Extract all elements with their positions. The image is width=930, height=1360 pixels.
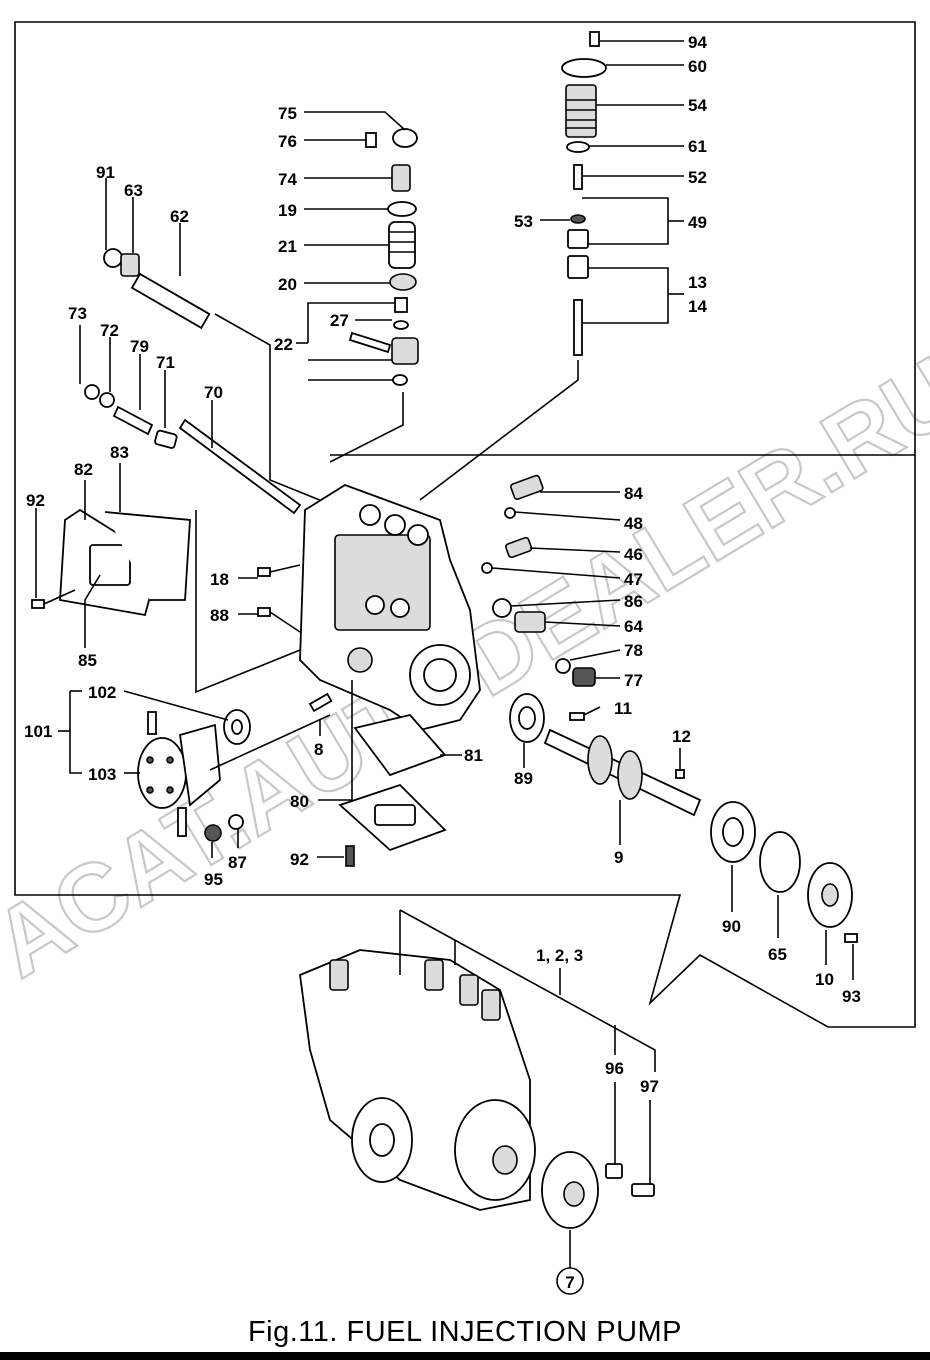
- callout-102: 102: [88, 683, 116, 702]
- assembly-leaders: [399, 909, 656, 1268]
- callout-54: 54: [688, 96, 707, 115]
- callout-8: 8: [314, 740, 323, 759]
- callout-71: 71: [156, 353, 175, 372]
- callout-77: 77: [624, 671, 643, 690]
- callout-48: 48: [624, 514, 643, 533]
- callout-103: 103: [88, 765, 116, 784]
- control-sleeve-parts: [348, 128, 419, 386]
- callout-78: 78: [624, 641, 643, 660]
- flange-parts: [137, 692, 333, 842]
- circled-ref-marker: [556, 1267, 584, 1295]
- callout-64: 64: [624, 617, 643, 636]
- callout-84: 84: [624, 484, 643, 503]
- callout-89: 89: [514, 769, 533, 788]
- circled-ref-label: 7: [565, 1273, 574, 1292]
- detail-frame: [14, 21, 916, 1028]
- callout-97: 97: [640, 1077, 659, 1096]
- callout-18: 18: [210, 570, 229, 589]
- callout-96: 96: [605, 1059, 624, 1078]
- callout-13: 13: [688, 273, 707, 292]
- callout-80: 80: [290, 792, 309, 811]
- right-fittings: [481, 474, 596, 721]
- pump-assembly-bottom: [299, 949, 655, 1229]
- callout-88: 88: [210, 606, 229, 625]
- callout-87: 87: [228, 853, 247, 872]
- callout-47: 47: [624, 570, 643, 589]
- pump-housing: [257, 484, 481, 731]
- callout-95: 95: [204, 870, 223, 889]
- callout-19: 19: [278, 201, 297, 220]
- callout-86: 86: [624, 592, 643, 611]
- callout-81: 81: [464, 746, 483, 765]
- callout-63: 63: [124, 181, 143, 200]
- bottom-rule: [0, 1352, 930, 1360]
- callout-75: 75: [278, 104, 297, 123]
- callout-92-left: 92: [26, 491, 45, 510]
- callout-79: 79: [130, 337, 149, 356]
- cover-plate-parts: [31, 508, 191, 617]
- callout-1-2-3: 1, 2, 3: [536, 946, 583, 965]
- callout-90: 90: [722, 917, 741, 936]
- callout-52: 52: [688, 168, 707, 187]
- callout-73: 73: [68, 304, 87, 323]
- figure-caption: Fig.11. FUEL INJECTION PUMP: [247, 1316, 683, 1348]
- callout-101: 101: [24, 722, 52, 741]
- camshaft-parts: [509, 693, 858, 943]
- callout-91: 91: [96, 163, 115, 182]
- callout-92-bottom: 92: [290, 850, 309, 869]
- callout-9: 9: [614, 848, 623, 867]
- control-sleeve-leaders: [296, 111, 406, 463]
- callout-22: 22: [274, 335, 293, 354]
- gasket-leaders: [317, 680, 462, 858]
- callout-27: 27: [330, 311, 349, 330]
- callout-53: 53: [514, 212, 533, 231]
- delivery-valve-parts: [561, 31, 607, 356]
- rack-parts: [84, 248, 302, 515]
- callout-21: 21: [278, 237, 297, 256]
- callout-11: 11: [614, 699, 632, 718]
- callout-49: 49: [688, 213, 707, 232]
- flange-leaders: [58, 690, 331, 858]
- callout-76: 76: [278, 132, 297, 151]
- callout-74: 74: [278, 170, 297, 189]
- callout-62: 62: [170, 207, 189, 226]
- callout-83: 83: [110, 443, 129, 462]
- right-fittings-leaders: [491, 491, 621, 716]
- cover-plate-leaders: [35, 463, 301, 694]
- callout-65: 65: [768, 945, 787, 964]
- callout-93: 93: [842, 987, 861, 1006]
- callout-14: 14: [688, 297, 707, 316]
- callout-82: 82: [74, 460, 93, 479]
- callout-labels: 94 60 54 61 52 53 49 13 14 75 76 74 19 2…: [24, 33, 861, 1096]
- housing-leaders: [238, 564, 301, 633]
- callout-12: 12: [672, 727, 691, 746]
- callout-72: 72: [100, 321, 119, 340]
- callout-70: 70: [204, 383, 223, 402]
- callout-10: 10: [815, 970, 834, 989]
- callout-20: 20: [278, 275, 297, 294]
- rack-leaders: [79, 178, 333, 506]
- camshaft-leaders: [523, 743, 854, 980]
- callout-61: 61: [688, 137, 707, 156]
- callout-85: 85: [78, 651, 97, 670]
- callout-46: 46: [624, 545, 643, 564]
- callout-94: 94: [688, 33, 707, 52]
- delivery-valve-leaders: [419, 40, 684, 501]
- callout-60: 60: [688, 57, 707, 76]
